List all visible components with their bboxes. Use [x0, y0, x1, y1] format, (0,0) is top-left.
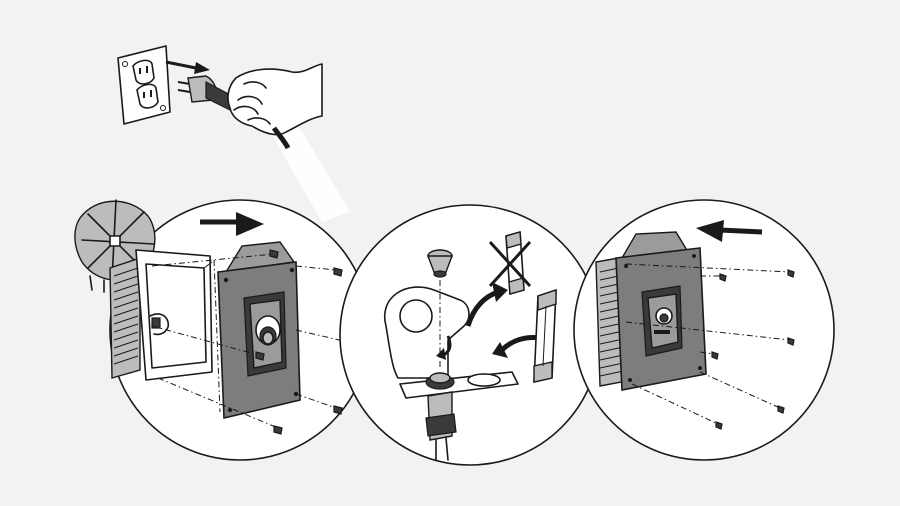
- x-mark-icon: [488, 240, 532, 288]
- step-circle-middle: [339, 204, 601, 466]
- curved-arrow-icon: [436, 282, 541, 360]
- cover-plate-icon: [615, 231, 707, 391]
- housing-box-icon: [135, 249, 213, 381]
- arrow-right-icon: [200, 212, 264, 236]
- step-remove-cover-plate: [74, 199, 355, 435]
- heat-fins-icon: [109, 257, 141, 379]
- fuse-holder-icon: [383, 286, 519, 461]
- step-reinstall-cover-plate: [595, 220, 795, 430]
- outlet-icon: [117, 45, 171, 125]
- new-fuse-icon: [533, 289, 557, 383]
- screw-paths: [625, 263, 791, 425]
- old-fuse-icon: [505, 231, 525, 295]
- fuse-cap-icon: [426, 249, 454, 370]
- arrow-left-icon: [696, 220, 763, 242]
- cover-plate-icon: [217, 241, 301, 420]
- screw-icon: [711, 269, 795, 430]
- plug-icon: [177, 75, 237, 111]
- step-replace-fuse: [383, 231, 557, 461]
- pull-arrow-icon: [165, 60, 210, 74]
- hand-icon: [227, 63, 323, 150]
- callout-beam: [272, 128, 350, 222]
- step-unplug: [117, 45, 350, 222]
